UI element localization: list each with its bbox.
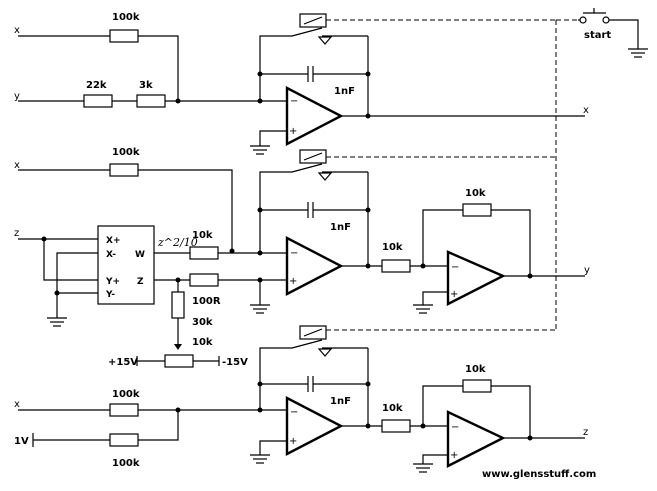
opamp-e-minus: −: [451, 422, 459, 433]
resistor-10k-d: [462, 203, 492, 217]
opamp-d-plus: +: [289, 436, 297, 447]
output-z-label: z: [583, 427, 588, 438]
stage-z-integrator: x 100k 1V 100k 1nF − +: [14, 325, 588, 473]
capacitor-1nf-b-label: 1nF: [330, 222, 351, 233]
start-label: start: [584, 30, 611, 41]
opamp-d-minus: −: [290, 407, 298, 418]
resistor-100k-c: [109, 403, 139, 417]
opamp-d: [285, 396, 344, 456]
output-y-label: y: [584, 265, 590, 276]
resistor-3k: [136, 94, 166, 108]
pin-w: W: [135, 250, 145, 260]
pin-y-minus: Y-: [105, 290, 115, 300]
input-x3-label: x: [14, 399, 20, 410]
opamp-b: [285, 236, 344, 296]
pin-z: Z: [137, 277, 144, 287]
resistor-100k-a-label: 100k: [112, 12, 140, 23]
supply-neg-label: -15V: [222, 357, 248, 368]
supply-pos-label: +15V: [108, 357, 138, 368]
resistor-10k-a: [189, 246, 219, 260]
opamp-b-plus: +: [289, 276, 297, 287]
resistor-22k-label: 22k: [86, 80, 107, 91]
resistor-10k-a-label: 10k: [192, 230, 213, 241]
relay-actuator-c: [317, 348, 333, 357]
resistor-10k-c-label: 10k: [382, 242, 403, 253]
resistor-100k-c-label: 100k: [112, 389, 140, 400]
stage-x-integrator: x 100k y 22k 3k 1nF: [14, 12, 589, 155]
input-z-label: z: [14, 228, 19, 239]
opamp-c: [446, 250, 506, 306]
input-x2-label: x: [14, 160, 20, 171]
resistor-100r: [171, 291, 185, 319]
resistor-100k-d-label: 100k: [112, 458, 140, 469]
resistor-22k: [83, 94, 113, 108]
resistor-10k-d-label: 10k: [465, 188, 486, 199]
pin-x-plus: X+: [106, 236, 120, 246]
resistor-30k-label: 30k: [192, 317, 213, 328]
stage-y-integrator: x 100k z X+ X- Y+ Y- W Z z^2/10 10k: [14, 147, 590, 368]
resistor-10k-c: [381, 259, 411, 273]
resistor-10k-f: [462, 379, 492, 393]
resistor-10k-f-label: 10k: [465, 364, 486, 375]
pin-y-plus: Y+: [105, 277, 120, 287]
resistor-100k-d: [109, 433, 139, 447]
input-y-label: y: [14, 91, 20, 102]
input-x-label: x: [14, 25, 20, 36]
relay-actuator-a: [317, 36, 333, 45]
opamp-a-plus: +: [289, 126, 297, 137]
resistor-3k-label: 3k: [139, 80, 153, 91]
resistor-100k-b: [109, 163, 139, 177]
resistor-100k-b-label: 100k: [112, 147, 140, 158]
pin-x-minus: X-: [106, 250, 116, 260]
multiplier-ic: [97, 225, 155, 305]
pot-10k-label: 10k: [192, 337, 213, 348]
capacitor-1nf-a-label: 1nF: [334, 86, 355, 97]
relay-actuator-b: [317, 172, 333, 181]
resistor-10k-e-label: 10k: [382, 403, 403, 414]
resistor-10k-e: [381, 419, 411, 433]
opamp-c-plus: +: [450, 289, 458, 300]
capacitor-1nf-c-label: 1nF: [330, 396, 351, 407]
opamp-c-minus: −: [451, 262, 459, 273]
potentiometer-10k[interactable]: [164, 354, 194, 368]
opamp-b-minus: −: [290, 248, 298, 259]
resistor-10k-b: [189, 273, 219, 287]
opamp-a: [285, 86, 344, 146]
resistor-100r-label: 100R: [192, 296, 221, 307]
opamp-e-plus: +: [450, 450, 458, 461]
opamp-a-minus: −: [290, 96, 298, 107]
website-credit: www.glensstuff.com: [482, 469, 596, 480]
opamp-e: [446, 410, 506, 468]
start-switch[interactable]: start: [556, 8, 648, 58]
output-x-label: x: [583, 105, 589, 116]
annotation-z-squared: z^2/10: [157, 236, 198, 249]
resistor-100k-a: [109, 29, 139, 43]
input-1v-label: 1V: [14, 436, 29, 447]
